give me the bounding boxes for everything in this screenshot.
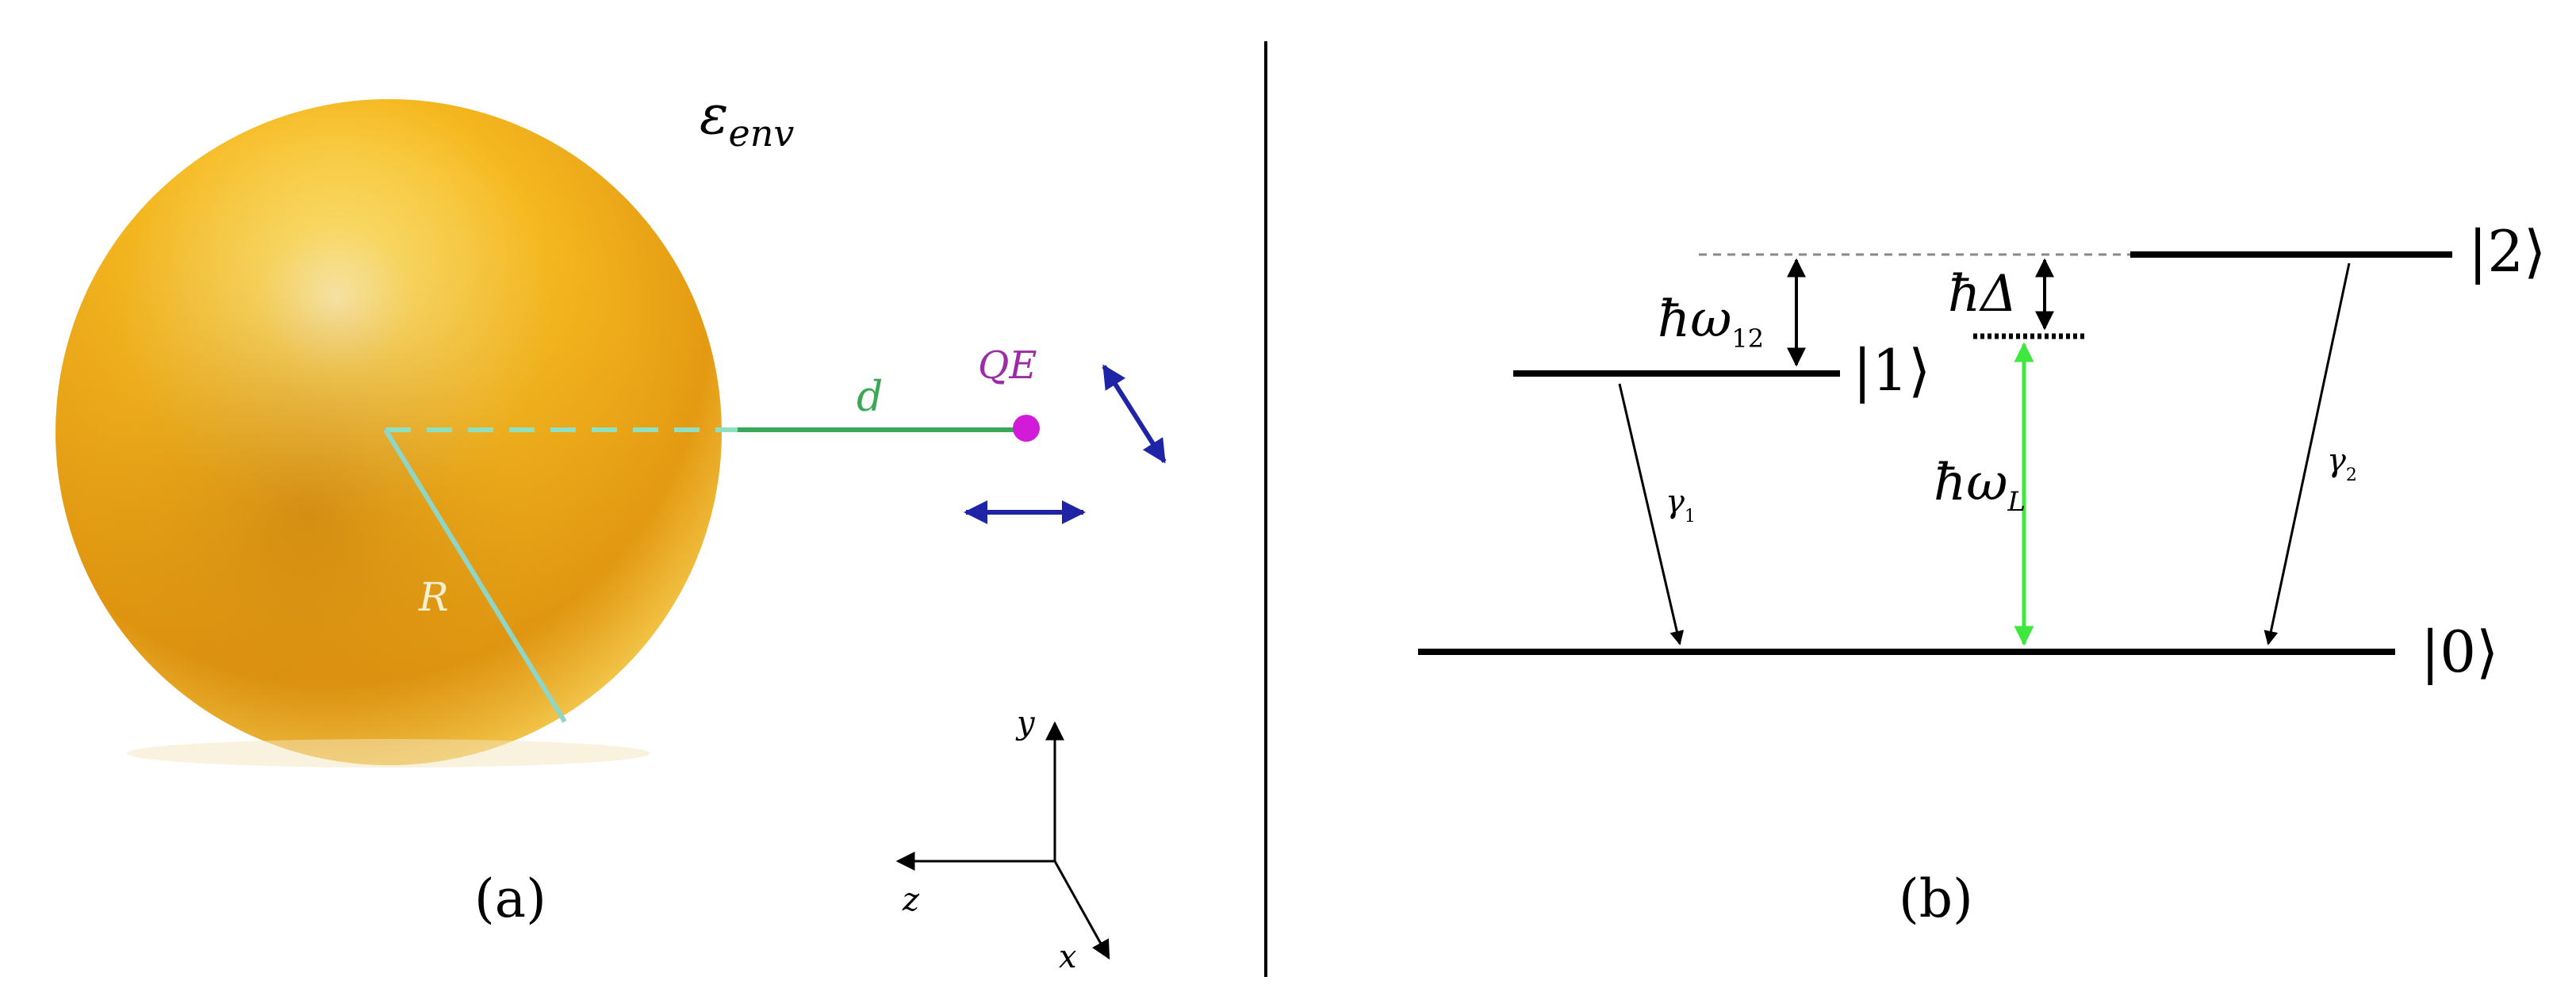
radius-line: [383, 428, 567, 723]
quantum-emitter-label: QE: [978, 343, 1037, 388]
laser-label: ħωL: [1934, 454, 2026, 518]
level-0-label: |0⟩: [2421, 619, 2498, 685]
y-axis-label: y: [1015, 705, 1036, 741]
quantum-emitter-dot: [1013, 415, 1040, 442]
coordinate-axes: y z x: [895, 705, 1110, 975]
panel-a-caption: (a): [474, 868, 546, 929]
x-axis-arrow: [1053, 860, 1110, 960]
radius-label: R: [418, 574, 449, 620]
gamma-1-decay-arrow: [1618, 383, 1685, 645]
level-1-label: |1⟩: [1853, 337, 1930, 404]
dipole-diagonal-arrow: [1102, 364, 1167, 464]
z-axis-label: z: [902, 882, 920, 918]
panel-b-caption: (b): [1899, 868, 1973, 929]
environment-subscript: env: [729, 112, 795, 155]
level-2-label: |2⟩: [2468, 218, 2546, 285]
gamma-2-decay-arrow: [2264, 262, 2351, 645]
panel-a: εenv d R QE y z x (a): [56, 84, 1167, 975]
panel-b: |2⟩ |1⟩ |0⟩ ħω12 ħΔ ħωL γ1 γ2 (b): [1418, 218, 2546, 929]
gamma-1-label: γ1: [1666, 484, 1696, 527]
x-axis-label: x: [1059, 939, 1077, 975]
detuning-label: ħΔ: [1948, 265, 2017, 324]
gamma-2-label: γ2: [2327, 442, 2357, 485]
environment-permittivity-label: εenv: [700, 84, 794, 155]
distance-label: d: [857, 373, 883, 421]
omega-12-label: ħω12: [1658, 290, 1764, 354]
